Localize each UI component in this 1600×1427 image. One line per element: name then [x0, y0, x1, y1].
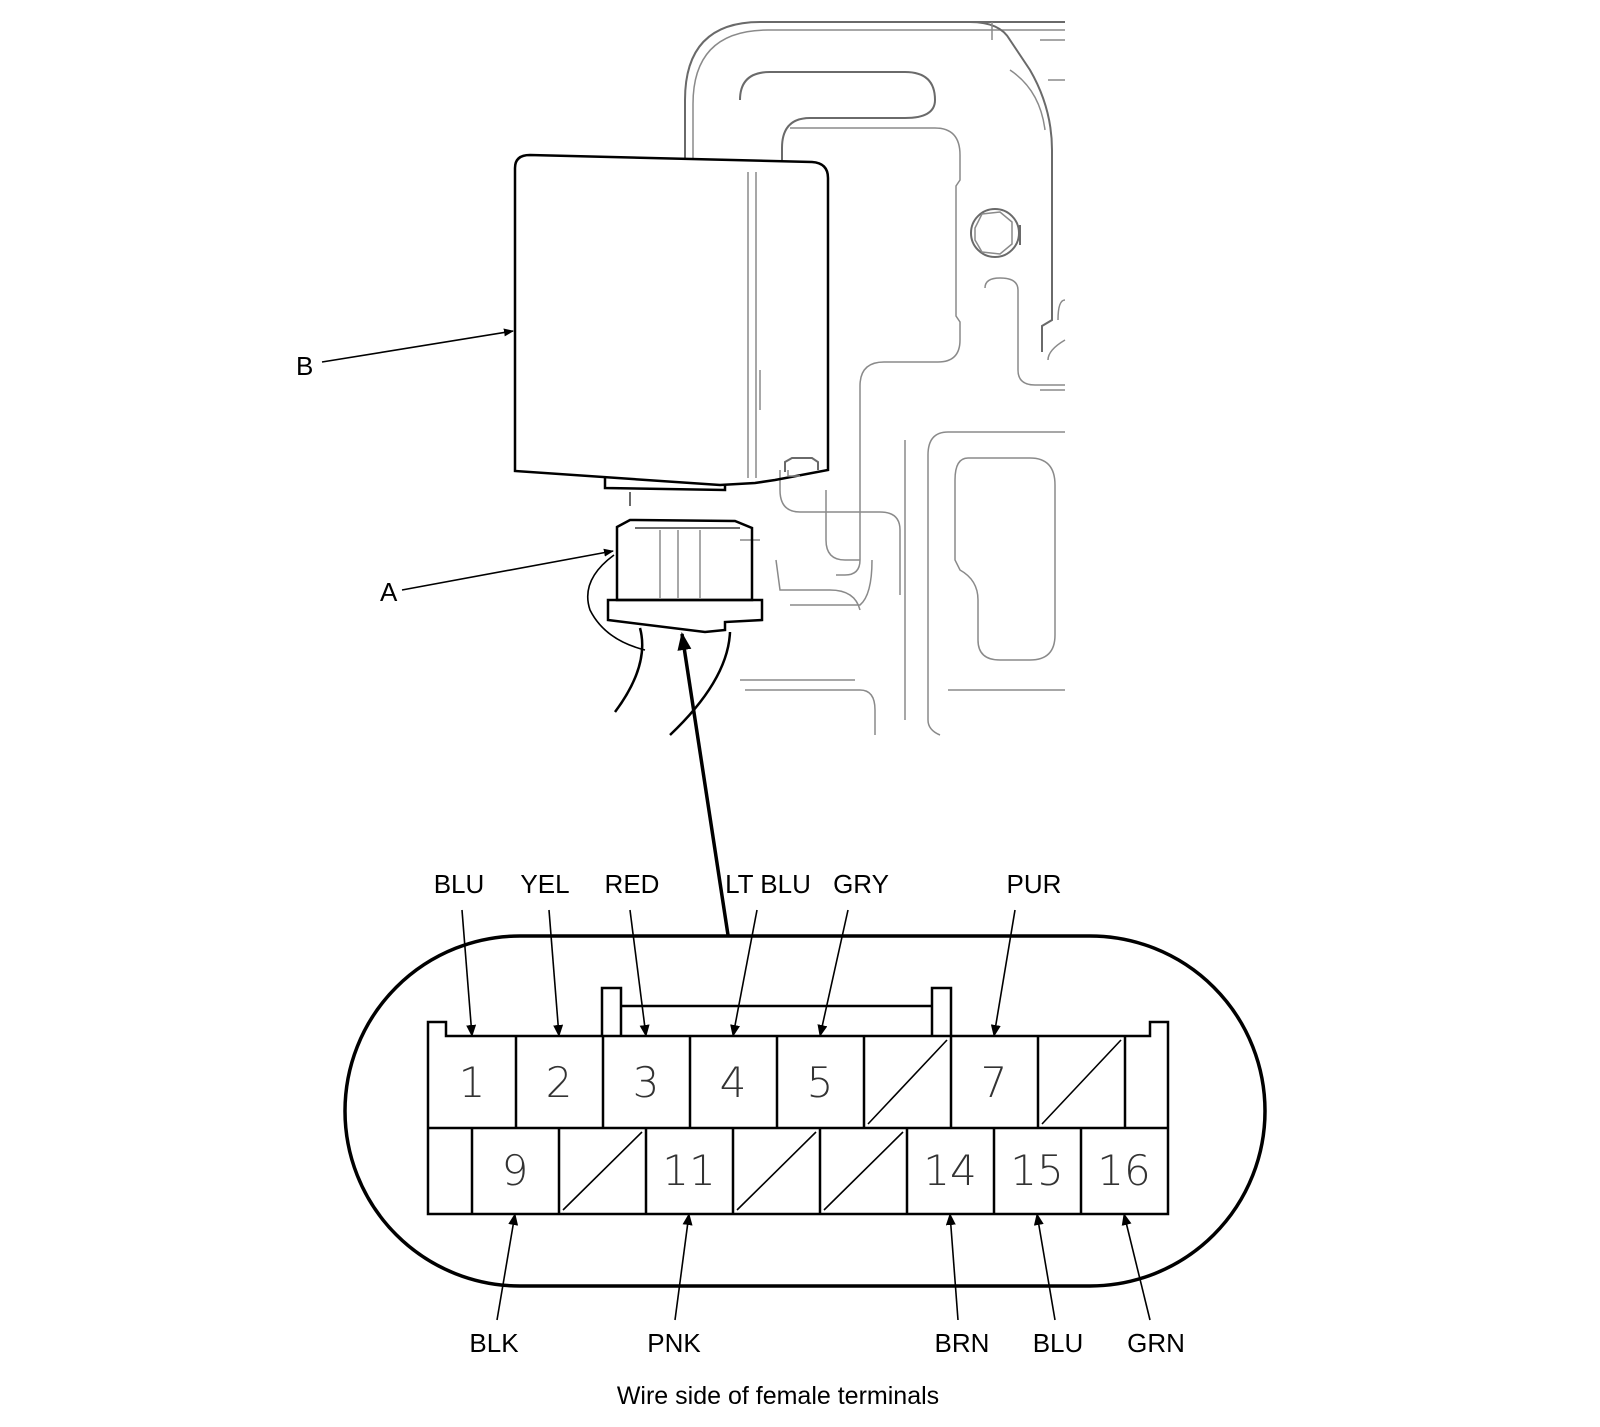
- callout-a-label: A: [380, 577, 398, 607]
- pin-number: 4: [720, 1058, 747, 1107]
- pin-number: 15: [1010, 1146, 1063, 1195]
- wire-color-label: GRY: [833, 869, 889, 899]
- pin-number: 9: [502, 1146, 529, 1195]
- diagram-caption: Wire side of female terminals: [617, 1382, 939, 1410]
- callout-a: A: [380, 548, 614, 607]
- wire-color-label: BLU: [1033, 1328, 1084, 1358]
- empty-cavity-10: [562, 1131, 643, 1211]
- lock-tab-right: [930, 986, 953, 1036]
- top-row-dividers: [514, 1036, 1127, 1128]
- harness-connector: [586, 518, 764, 736]
- mounting-panel: [684, 21, 1066, 736]
- pin-number: 14: [923, 1146, 976, 1195]
- terminal-block: [426, 1020, 1170, 1216]
- view-direction-arrow: [677, 632, 730, 936]
- wire-color-label: BLK: [469, 1328, 519, 1358]
- wire-color-label: LT BLU: [725, 869, 811, 899]
- top-wire-leaders: [461, 909, 1016, 1037]
- wire-color-label: PNK: [647, 1328, 701, 1358]
- pin-number: 11: [662, 1146, 715, 1195]
- empty-cavity-6: [867, 1039, 948, 1125]
- wire-color-label: BLU: [434, 869, 485, 899]
- wire-color-label: PUR: [1007, 869, 1062, 899]
- top-wire-labels: BLU YEL RED LT BLU GRY PUR: [434, 869, 1062, 899]
- pin-number: 5: [807, 1058, 834, 1107]
- pin-number: 2: [546, 1058, 573, 1107]
- empty-cavity-12: [736, 1131, 817, 1211]
- wire-color-label: GRN: [1127, 1328, 1185, 1358]
- pin-number: 16: [1097, 1146, 1150, 1195]
- bottom-wire-leaders: [496, 1213, 1151, 1321]
- pin-number: 7: [981, 1058, 1008, 1107]
- pin-number: 3: [633, 1058, 660, 1107]
- connector-face: 1 2 3 4 5 7 9 11 14 15 16: [343, 934, 1267, 1288]
- relay-unit: [513, 153, 830, 506]
- empty-cavity-13: [823, 1131, 904, 1211]
- pin-number: 1: [459, 1058, 486, 1107]
- empty-cavity-8: [1041, 1039, 1122, 1125]
- bottom-row-dividers: [470, 1128, 1083, 1214]
- callout-b-label: B: [296, 351, 313, 381]
- lock-tab-left: [600, 986, 623, 1036]
- wire-color-label: BRN: [935, 1328, 990, 1358]
- bottom-wire-labels: BLK PNK BRN BLU GRN: [469, 1328, 1184, 1358]
- wire-color-label: YEL: [520, 869, 569, 899]
- connector-view-outline: [343, 934, 1267, 1288]
- wire-color-label: RED: [605, 869, 660, 899]
- callout-b: B: [296, 328, 514, 381]
